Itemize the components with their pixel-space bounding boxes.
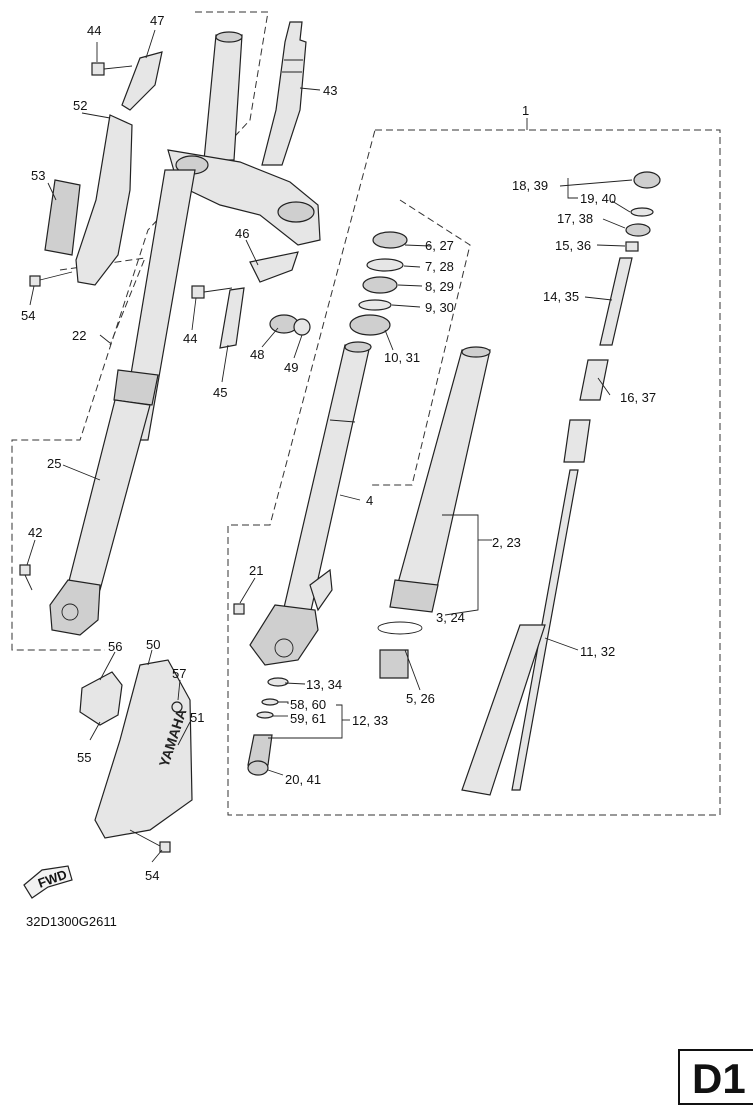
callout-9-30: 9, 30 [425,300,454,315]
callout-25: 25 [47,456,61,471]
callout-51: 51 [190,710,204,725]
bracket-46-45 [191,251,311,349]
fork-guard-52 [75,114,133,286]
callout-53: 53 [31,168,45,183]
callout-21: 21 [249,563,263,578]
callout-20-41: 20, 41 [285,772,321,787]
callout-44-mid: 44 [183,331,197,346]
callout-17-38: 17, 38 [557,211,593,226]
bolt-54-upper [29,271,73,287]
hose-guide-47 [121,51,163,111]
bolt-44-top [91,62,133,76]
callout-58-60: 58, 60 [290,697,326,712]
guide-56-55 [79,671,123,726]
callout-5-26: 5, 26 [406,691,435,706]
callout-7-28: 7, 28 [425,259,454,274]
callout-22: 22 [72,328,86,343]
callout-55: 55 [77,750,91,765]
o-ring-3 [377,621,423,635]
front-fork-assembly-boundary [227,129,721,816]
upper-fork-tube-left [203,31,243,161]
callout-18-39: 18, 39 [512,178,548,193]
callout-45: 45 [213,385,227,400]
reflector-53 [44,179,81,256]
callout-57: 57 [172,666,186,681]
callout-14-35: 14, 35 [543,289,579,304]
callout-44-top: 44 [87,23,101,38]
callout-6-27: 6, 27 [425,238,454,253]
outer-tube-2 [389,346,491,613]
callout-50: 50 [146,637,160,652]
callout-43: 43 [323,83,337,98]
fork-protector-50: YAMAHA [94,659,193,839]
callout-3-24: 3, 24 [436,610,465,625]
fwd-arrow-icon: FWD [23,865,73,899]
fork-leg-left [49,399,151,636]
callout-1: 1 [522,103,529,118]
spacer-14 [599,257,633,346]
callout-4: 4 [366,493,373,508]
callout-10-31: 10, 31 [384,350,420,365]
callout-54-upper: 54 [21,308,35,323]
callout-52: 52 [73,98,87,113]
callout-48: 48 [250,347,264,362]
bolt-54-lower [129,829,171,853]
leader-lines [26,29,633,863]
callout-49: 49 [284,360,298,375]
outer-tube-bottom-case [233,568,333,666]
outer-tube-left [113,169,196,441]
collar-57 [171,701,183,713]
damper-rod-11 [461,469,579,796]
callout-12-33: 12, 33 [352,713,388,728]
callout-2-23: 2, 23 [492,535,521,550]
callout-13-34: 13, 34 [306,677,342,692]
callout-59-61: 59, 61 [290,711,326,726]
callout-47: 47 [150,13,164,28]
callout-46: 46 [235,226,249,241]
callout-54-lower: 54 [145,868,159,883]
page-id-box: D1 [678,1049,753,1105]
seal-stack-6-10 [349,231,408,336]
callout-42: 42 [28,525,42,540]
steering-stem [261,21,307,166]
callout-8-29: 8, 29 [425,279,454,294]
bolt-42 [19,564,33,591]
collar-5 [379,649,409,679]
cap-bolt-18 [625,171,661,252]
spring-16 [563,359,609,463]
callout-19-40: 19, 40 [580,191,616,206]
callout-15-36: 15, 36 [555,238,591,253]
page-id: D1 [692,1055,746,1102]
seals-13-20 [247,677,289,776]
callout-16-37: 16, 37 [620,390,656,405]
callout-56: 56 [108,639,122,654]
diagram-code: 32D1300G2611 [26,914,117,929]
callout-11-32: 11, 32 [580,644,615,659]
